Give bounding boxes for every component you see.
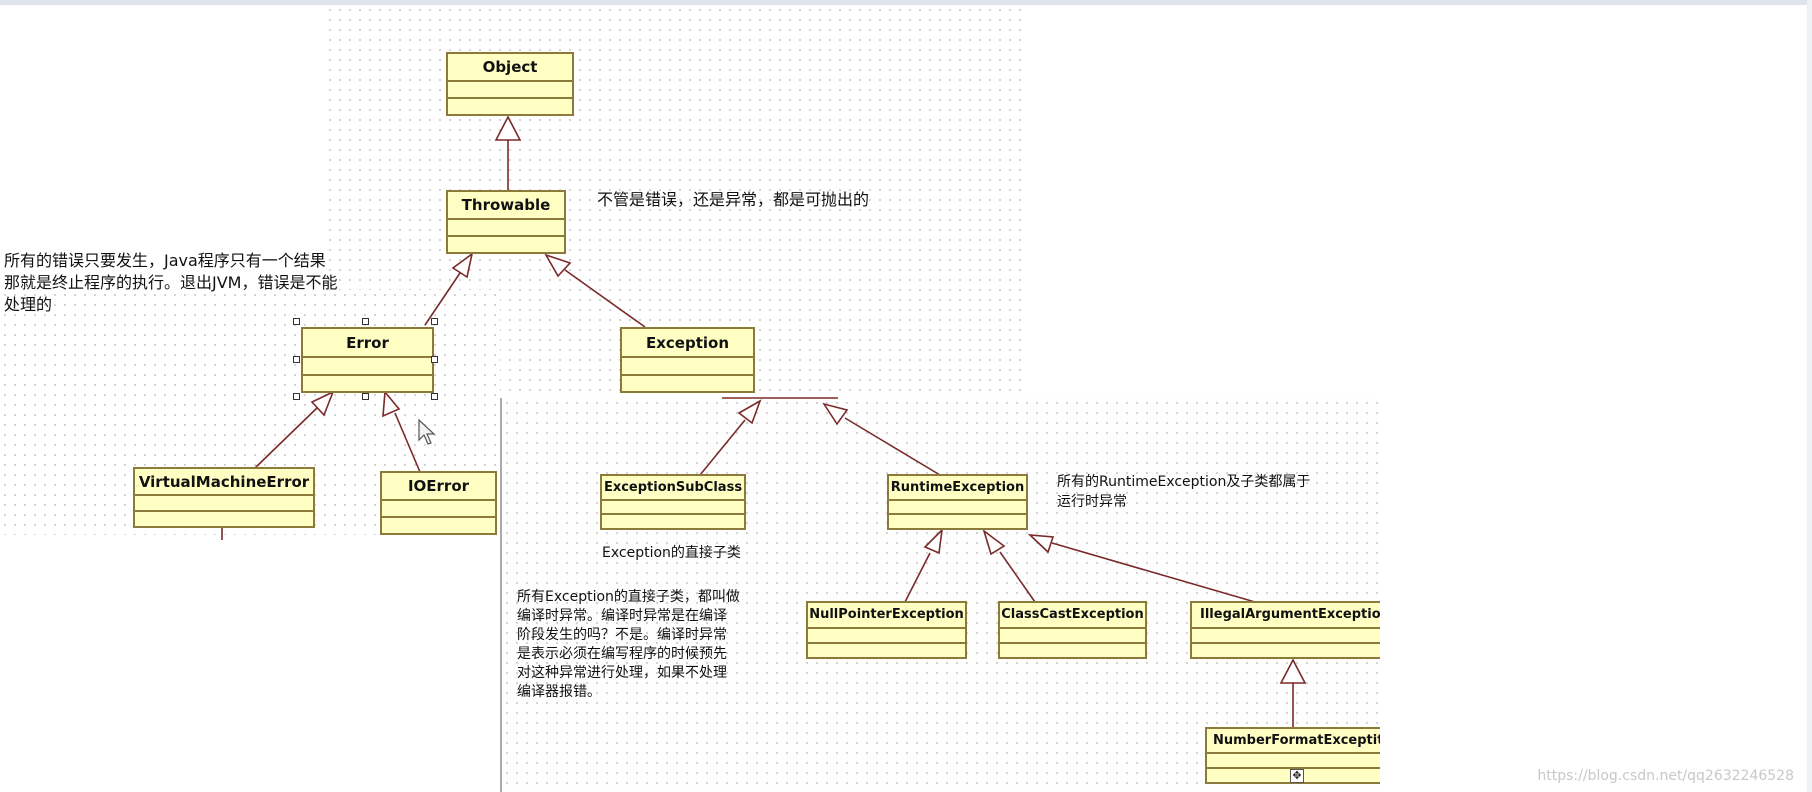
- note-exception-subclass: Exception的直接子类: [602, 545, 741, 561]
- class-operations: [382, 518, 495, 533]
- class-name: Object: [448, 54, 572, 83]
- class-operations: [1192, 644, 1380, 657]
- edge-npe-runtime: [904, 552, 931, 603]
- class-attributes: [1207, 754, 1380, 770]
- class-operations: [448, 99, 572, 114]
- class-class-cast-exception[interactable]: ClassCastException: [998, 601, 1147, 659]
- edge-exception-throwable: [564, 269, 646, 328]
- note-line: 是表示必须在编写程序的时候预先: [517, 646, 727, 662]
- note-checked-exceptions: 所有Exception的直接子类，都叫做 编译时异常。编译时异常是在编译 阶段发…: [517, 588, 740, 702]
- arrowhead-runtime-1: [923, 527, 944, 555]
- class-name: ClassCastException: [1000, 603, 1145, 629]
- class-exception-subclass[interactable]: ExceptionSubClass: [600, 474, 746, 530]
- edge-vme-error: [254, 406, 319, 469]
- note-line: 编译时异常。编译时异常是在编译: [517, 608, 727, 624]
- class-name: Error: [303, 329, 432, 359]
- class-attributes: [622, 358, 753, 376]
- class-operations: [448, 237, 564, 252]
- class-illegal-argument-exception[interactable]: IllegalArgumentExceptio: [1190, 601, 1380, 659]
- class-name: RuntimeException: [889, 476, 1026, 501]
- class-operations: [602, 515, 744, 528]
- arrowhead-runtime-3: [1027, 534, 1055, 554]
- class-attributes: [602, 501, 744, 516]
- class-operations: [889, 515, 1026, 528]
- class-operations: [135, 512, 313, 526]
- note-line: 所有的RuntimeException及子类都属于: [1057, 474, 1311, 490]
- class-attributes: [1192, 629, 1380, 644]
- mouse-pointer-icon: [418, 418, 436, 445]
- arrowhead-error-right: [382, 389, 401, 418]
- class-name: NullPointerException: [808, 603, 965, 629]
- class-attributes: [808, 629, 965, 644]
- class-operations: [808, 644, 965, 657]
- note-line: 编译器报错。: [517, 684, 601, 700]
- arrowhead-throwable-left: [451, 252, 474, 279]
- class-name: ExceptionSubClass: [602, 476, 744, 501]
- class-attributes: [448, 220, 564, 238]
- arrowhead-object: [494, 115, 522, 141]
- class-name: VirtualMachineError: [135, 469, 313, 497]
- note-error: 所有的错误只要发生，Java程序只有一个结果 那就是终止程序的执行。退出JVM，…: [4, 250, 337, 316]
- class-operations: [622, 376, 753, 391]
- edge-ioerror-error: [394, 412, 421, 473]
- note-line: 对这种异常进行处理，如果不处理: [517, 665, 727, 681]
- class-error[interactable]: Error: [301, 327, 434, 393]
- class-attributes: [135, 496, 313, 513]
- class-name: IOError: [382, 473, 495, 502]
- class-attributes: [303, 358, 432, 376]
- class-attributes: [889, 501, 1026, 516]
- class-object[interactable]: Object: [446, 52, 574, 116]
- class-name: IllegalArgumentExceptio: [1192, 603, 1380, 629]
- class-operations: [303, 376, 432, 391]
- note-line: 处理的: [4, 295, 53, 314]
- class-operations: [1000, 644, 1145, 657]
- class-throwable[interactable]: Throwable: [446, 190, 566, 254]
- class-virtual-machine-error[interactable]: VirtualMachineError: [133, 467, 315, 528]
- class-attributes: [1000, 629, 1145, 644]
- note-line: 那就是终止程序的执行。退出JVM，错误是不能: [4, 273, 338, 292]
- note-line: 阶段发生的吗？不是。编译时异常: [517, 627, 727, 643]
- arrowhead-exception-left: [737, 399, 762, 425]
- class-attributes: [382, 501, 495, 519]
- arrowhead-iae: [1279, 658, 1307, 684]
- edge-subclass-exception: [699, 419, 746, 476]
- note-line: 所有的错误只要发生，Java程序只有一个结果: [4, 251, 326, 270]
- arrowhead-exception-right: [822, 402, 849, 426]
- edge-runtime-exception: [844, 417, 941, 476]
- class-exception[interactable]: Exception: [620, 327, 755, 393]
- class-null-pointer-exception[interactable]: NullPointerException: [806, 601, 967, 659]
- class-runtime-exception[interactable]: RuntimeException: [887, 474, 1028, 530]
- class-name: Exception: [622, 329, 753, 359]
- edge-error-throwable: [424, 272, 461, 326]
- class-attributes: [448, 82, 572, 100]
- arrowhead-runtime-2: [982, 528, 1006, 556]
- note-line: 所有Exception的直接子类，都叫做: [517, 589, 740, 605]
- window-top-bar: [0, 0, 1812, 5]
- arrowhead-error-left: [310, 390, 335, 417]
- class-name: Throwable: [448, 192, 564, 221]
- edge-cce-runtime: [999, 551, 1036, 603]
- edge-iae-runtime: [1051, 542, 1256, 603]
- note-line: 运行时异常: [1057, 494, 1127, 510]
- window-right-edge: [1807, 0, 1812, 792]
- class-name: NumberFormatExceptiti: [1207, 729, 1380, 755]
- move-cursor-icon: ✥: [1290, 769, 1304, 783]
- arrowhead-throwable-right: [544, 253, 572, 278]
- note-runtime: 所有的RuntimeException及子类都属于 运行时异常: [1057, 472, 1310, 512]
- note-throwable: 不管是错误，还是异常，都是可抛出的: [597, 190, 870, 209]
- class-io-error[interactable]: IOError: [380, 471, 497, 535]
- watermark: https://blog.csdn.net/qq2632246528: [1537, 768, 1794, 784]
